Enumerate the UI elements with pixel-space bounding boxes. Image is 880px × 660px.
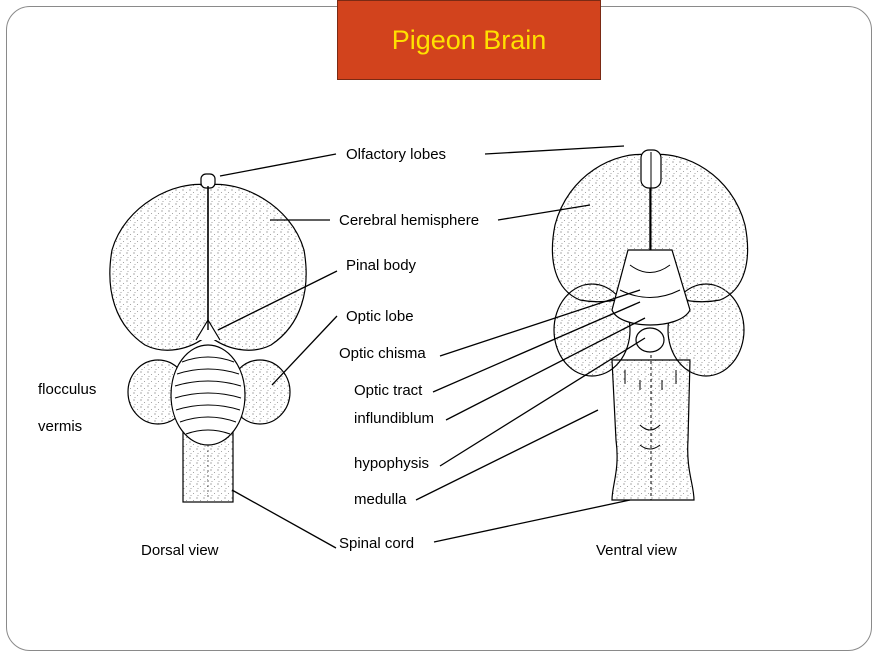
label-optic-tract: Optic tract: [354, 382, 423, 399]
label-hypophysis: hypophysis: [354, 455, 430, 472]
label-cerebral-hemisphere: Cerebral hemisphere: [339, 212, 480, 229]
label-optic-chisma: Optic chisma: [339, 345, 426, 362]
dorsal-cerebellum: [170, 344, 246, 446]
label-dorsal-view: Dorsal view: [141, 542, 219, 559]
dorsal-hemisphere-right: [207, 183, 307, 351]
ventral-brain: [551, 149, 749, 501]
ventral-hypophysis: [635, 327, 665, 353]
label-pinal-body: Pinal body: [346, 257, 417, 274]
dorsal-olfactory-tip: [200, 173, 216, 189]
dorsal-brain: [109, 173, 307, 503]
label-influndiblum: influndiblum: [354, 410, 435, 427]
label-flocculus: flocculus: [38, 381, 97, 398]
label-ventral-view: Ventral view: [596, 542, 677, 559]
label-medulla: medulla: [354, 491, 407, 508]
leader-lines: [217, 145, 646, 549]
dorsal-hemisphere-left: [109, 183, 209, 351]
page-title: Pigeon Brain: [391, 24, 547, 55]
label-spinal-cord: Spinal cord: [339, 535, 415, 552]
label-olfactory-lobes: Olfactory lobes: [346, 146, 447, 163]
label-vermis: vermis: [38, 418, 83, 435]
title-box: Pigeon Brain: [337, 0, 601, 80]
label-optic-lobe: Optic lobe: [346, 308, 414, 325]
